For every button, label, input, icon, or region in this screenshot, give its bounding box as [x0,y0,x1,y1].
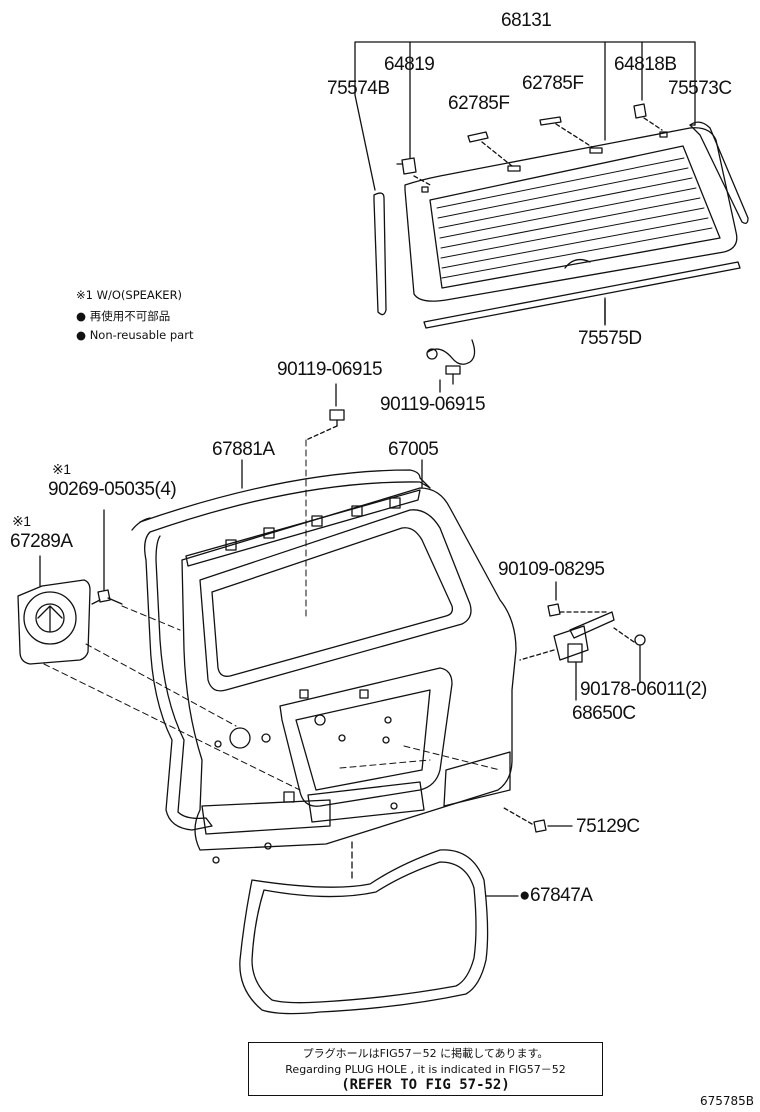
bracket-68131 [354,41,696,191]
label-67289A: 67289A [10,531,73,552]
note-refer: (REFER TO FIG 57-52) [341,1077,510,1093]
figure-id: 675785B [700,1094,755,1108]
stopper-62785F-a [467,131,513,167]
label-64819: 64819 [384,54,435,75]
screw-90269 [39,509,123,605]
legend-speaker-note: ※1 W/O(SPEAKER) [76,288,183,302]
screw-90119 [305,409,345,441]
tag-75129C [503,807,573,833]
legend-non-reusable-jp: ● 再使用不可部品 [76,309,171,323]
assembly-lines [43,439,501,791]
molding-75573C [689,121,749,224]
label-90119-lower: 90119-06915 [380,394,486,415]
label-90109: 90109-08295 [498,559,605,580]
label-75573C: 75573C [668,78,732,99]
trim-board-67847A [239,841,519,1015]
label-75574B: 75574B [327,78,390,99]
back-door-panel-67005 [181,487,517,864]
note-japanese: プラグホールはFIG57－52 に掲載してあります。 [302,1047,549,1060]
mark-note-1-a: ※1 [52,461,71,477]
label-67847A: ●67847A [519,885,593,906]
reference-note-box: プラグホールはFIG57－52 に掲載してあります。 Regarding PLU… [248,1042,603,1096]
clip-64819 [396,157,433,187]
back-window-glass [404,127,738,302]
label-64818B: 64818B [614,54,677,75]
note-english: Regarding PLUG HOLE , it is indicated in… [285,1063,566,1076]
weatherstrip-67881A [131,469,431,831]
molding-75574B [373,192,387,316]
label-62785F-a: 62785F [448,93,510,114]
stopper-62785F-b [539,116,593,148]
label-90178: 90178-06011(2) [580,679,707,700]
leader-lines [241,299,606,489]
speaker-bracket-67289A [17,579,101,665]
defogger-wire [426,339,476,385]
label-68131: 68131 [501,10,552,31]
label-62785F-b: 62785F [522,73,584,94]
label-75575D: 75575D [578,328,642,349]
label-75129C: 75129C [576,816,640,837]
label-67005: 67005 [388,439,439,460]
mark-note-1-b: ※1 [12,513,31,529]
label-90269: 90269-05035(4) [48,479,177,500]
clip-64818B [633,103,663,131]
latch-68650C [519,581,646,701]
label-90119-upper: 90119-06915 [277,359,383,380]
label-67881A: 67881A [212,439,275,460]
legend-non-reusable-en: ● Non-reusable part [76,328,194,342]
label-68650C: 68650C [572,703,636,724]
